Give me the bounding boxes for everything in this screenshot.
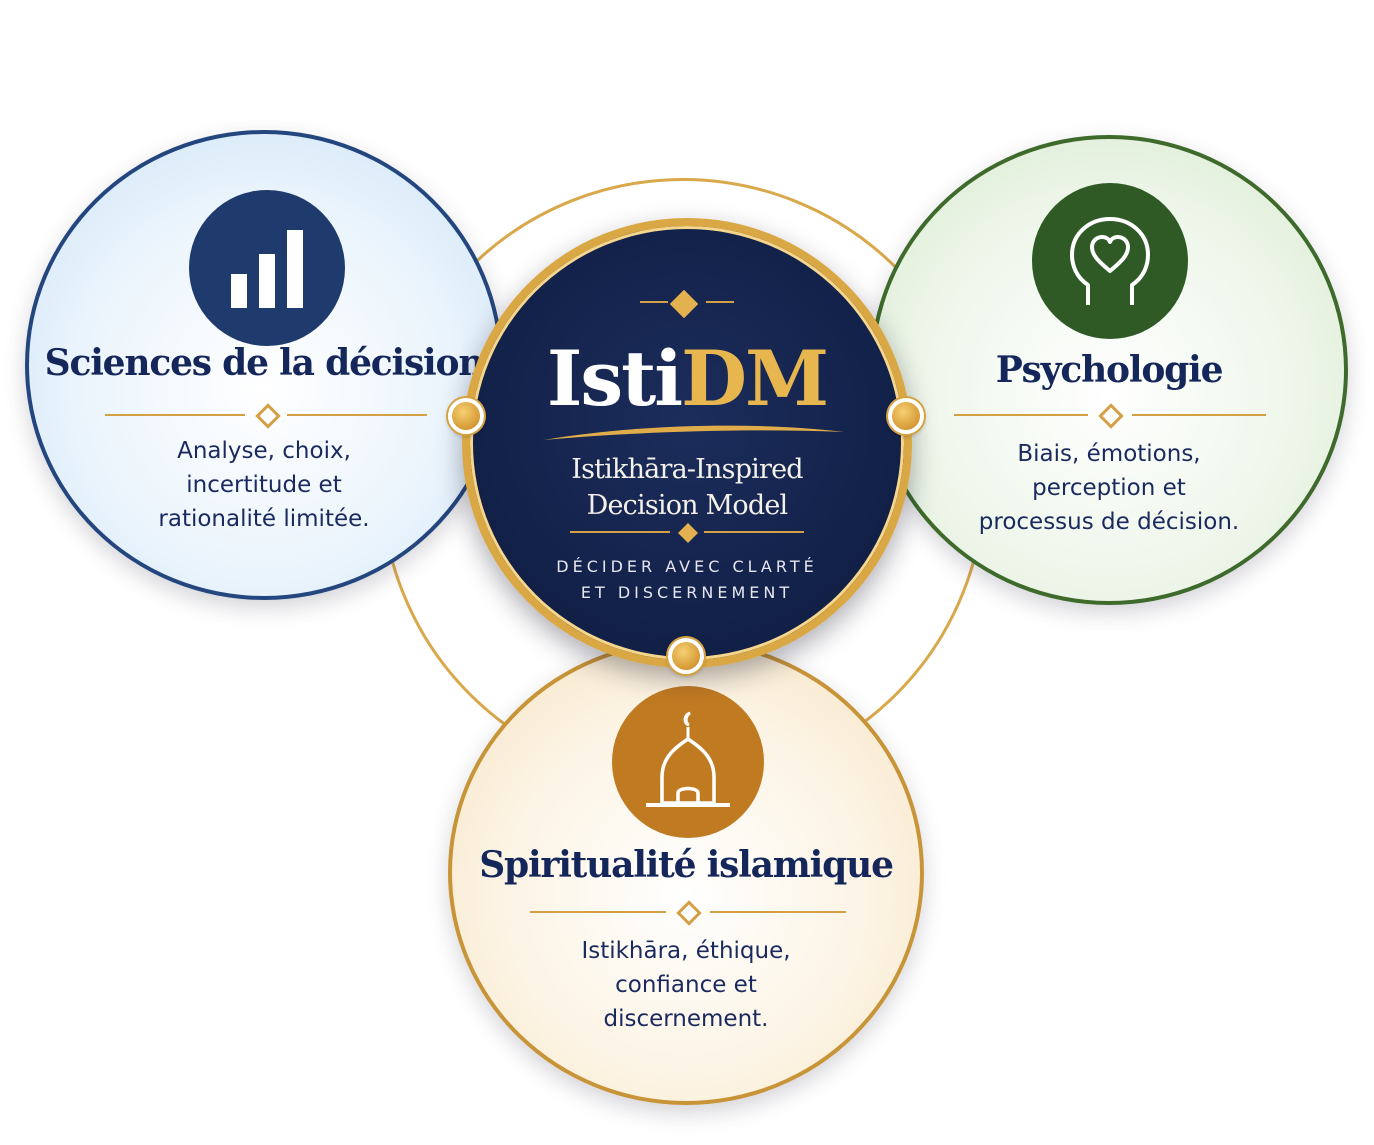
badge-islamic-spirituality <box>612 686 764 838</box>
diamond-ornament-icon <box>678 523 698 543</box>
pillar-islamic-spirituality: Spiritualité islamique Istikhāra, éthiqu… <box>448 640 924 1105</box>
diamond-ornament-icon <box>1098 403 1124 429</box>
mosque-dome-icon <box>646 711 730 807</box>
pillar-title: Spiritualité islamique <box>479 844 894 886</box>
ornament-divider <box>954 403 1266 429</box>
diamond-ornament-icon <box>676 900 702 926</box>
connector-node-left <box>448 398 484 434</box>
pillar-description: Analyse, choix, incertitude et rationali… <box>158 438 370 532</box>
logo-istidm: IstiDM <box>546 334 829 423</box>
badge-decision-sciences <box>189 190 345 346</box>
pillar-title: Psychologie <box>995 349 1224 391</box>
pillar-psychology: Psychologie Biais, émotions, perception … <box>870 135 1348 605</box>
pillar-decision-sciences: Sciences de la décision Analyse, choix, … <box>25 130 503 600</box>
pillar-title: Sciences de la décision <box>44 342 485 384</box>
central-model-circle: IstiDM Istikhāra-Inspired Decision Model… <box>462 218 912 668</box>
pillar-description: Biais, émotions, perception et processus… <box>978 441 1240 535</box>
head-heart-icon <box>1070 217 1150 305</box>
model-subtitle: Istikhāra-Inspired Decision Model <box>571 454 803 521</box>
connector-node-right <box>888 398 924 434</box>
ornament-divider <box>570 522 804 543</box>
badge-psychology <box>1032 183 1188 339</box>
model-tagline: DÉCIDER AVEC CLARTÉ ET DISCERNEMENT <box>556 557 818 602</box>
diamond-ornament-icon <box>669 289 699 319</box>
connector-node-bottom <box>668 638 704 674</box>
gold-swoosh <box>544 425 844 440</box>
ornament-divider <box>105 403 427 429</box>
pillar-description: Istikhāra, éthique, confiance et discern… <box>581 938 791 1032</box>
diamond-ornament-icon <box>255 403 281 429</box>
ornament-divider <box>640 289 734 319</box>
bar-chart-icon <box>231 230 303 308</box>
ornament-divider <box>530 900 846 926</box>
